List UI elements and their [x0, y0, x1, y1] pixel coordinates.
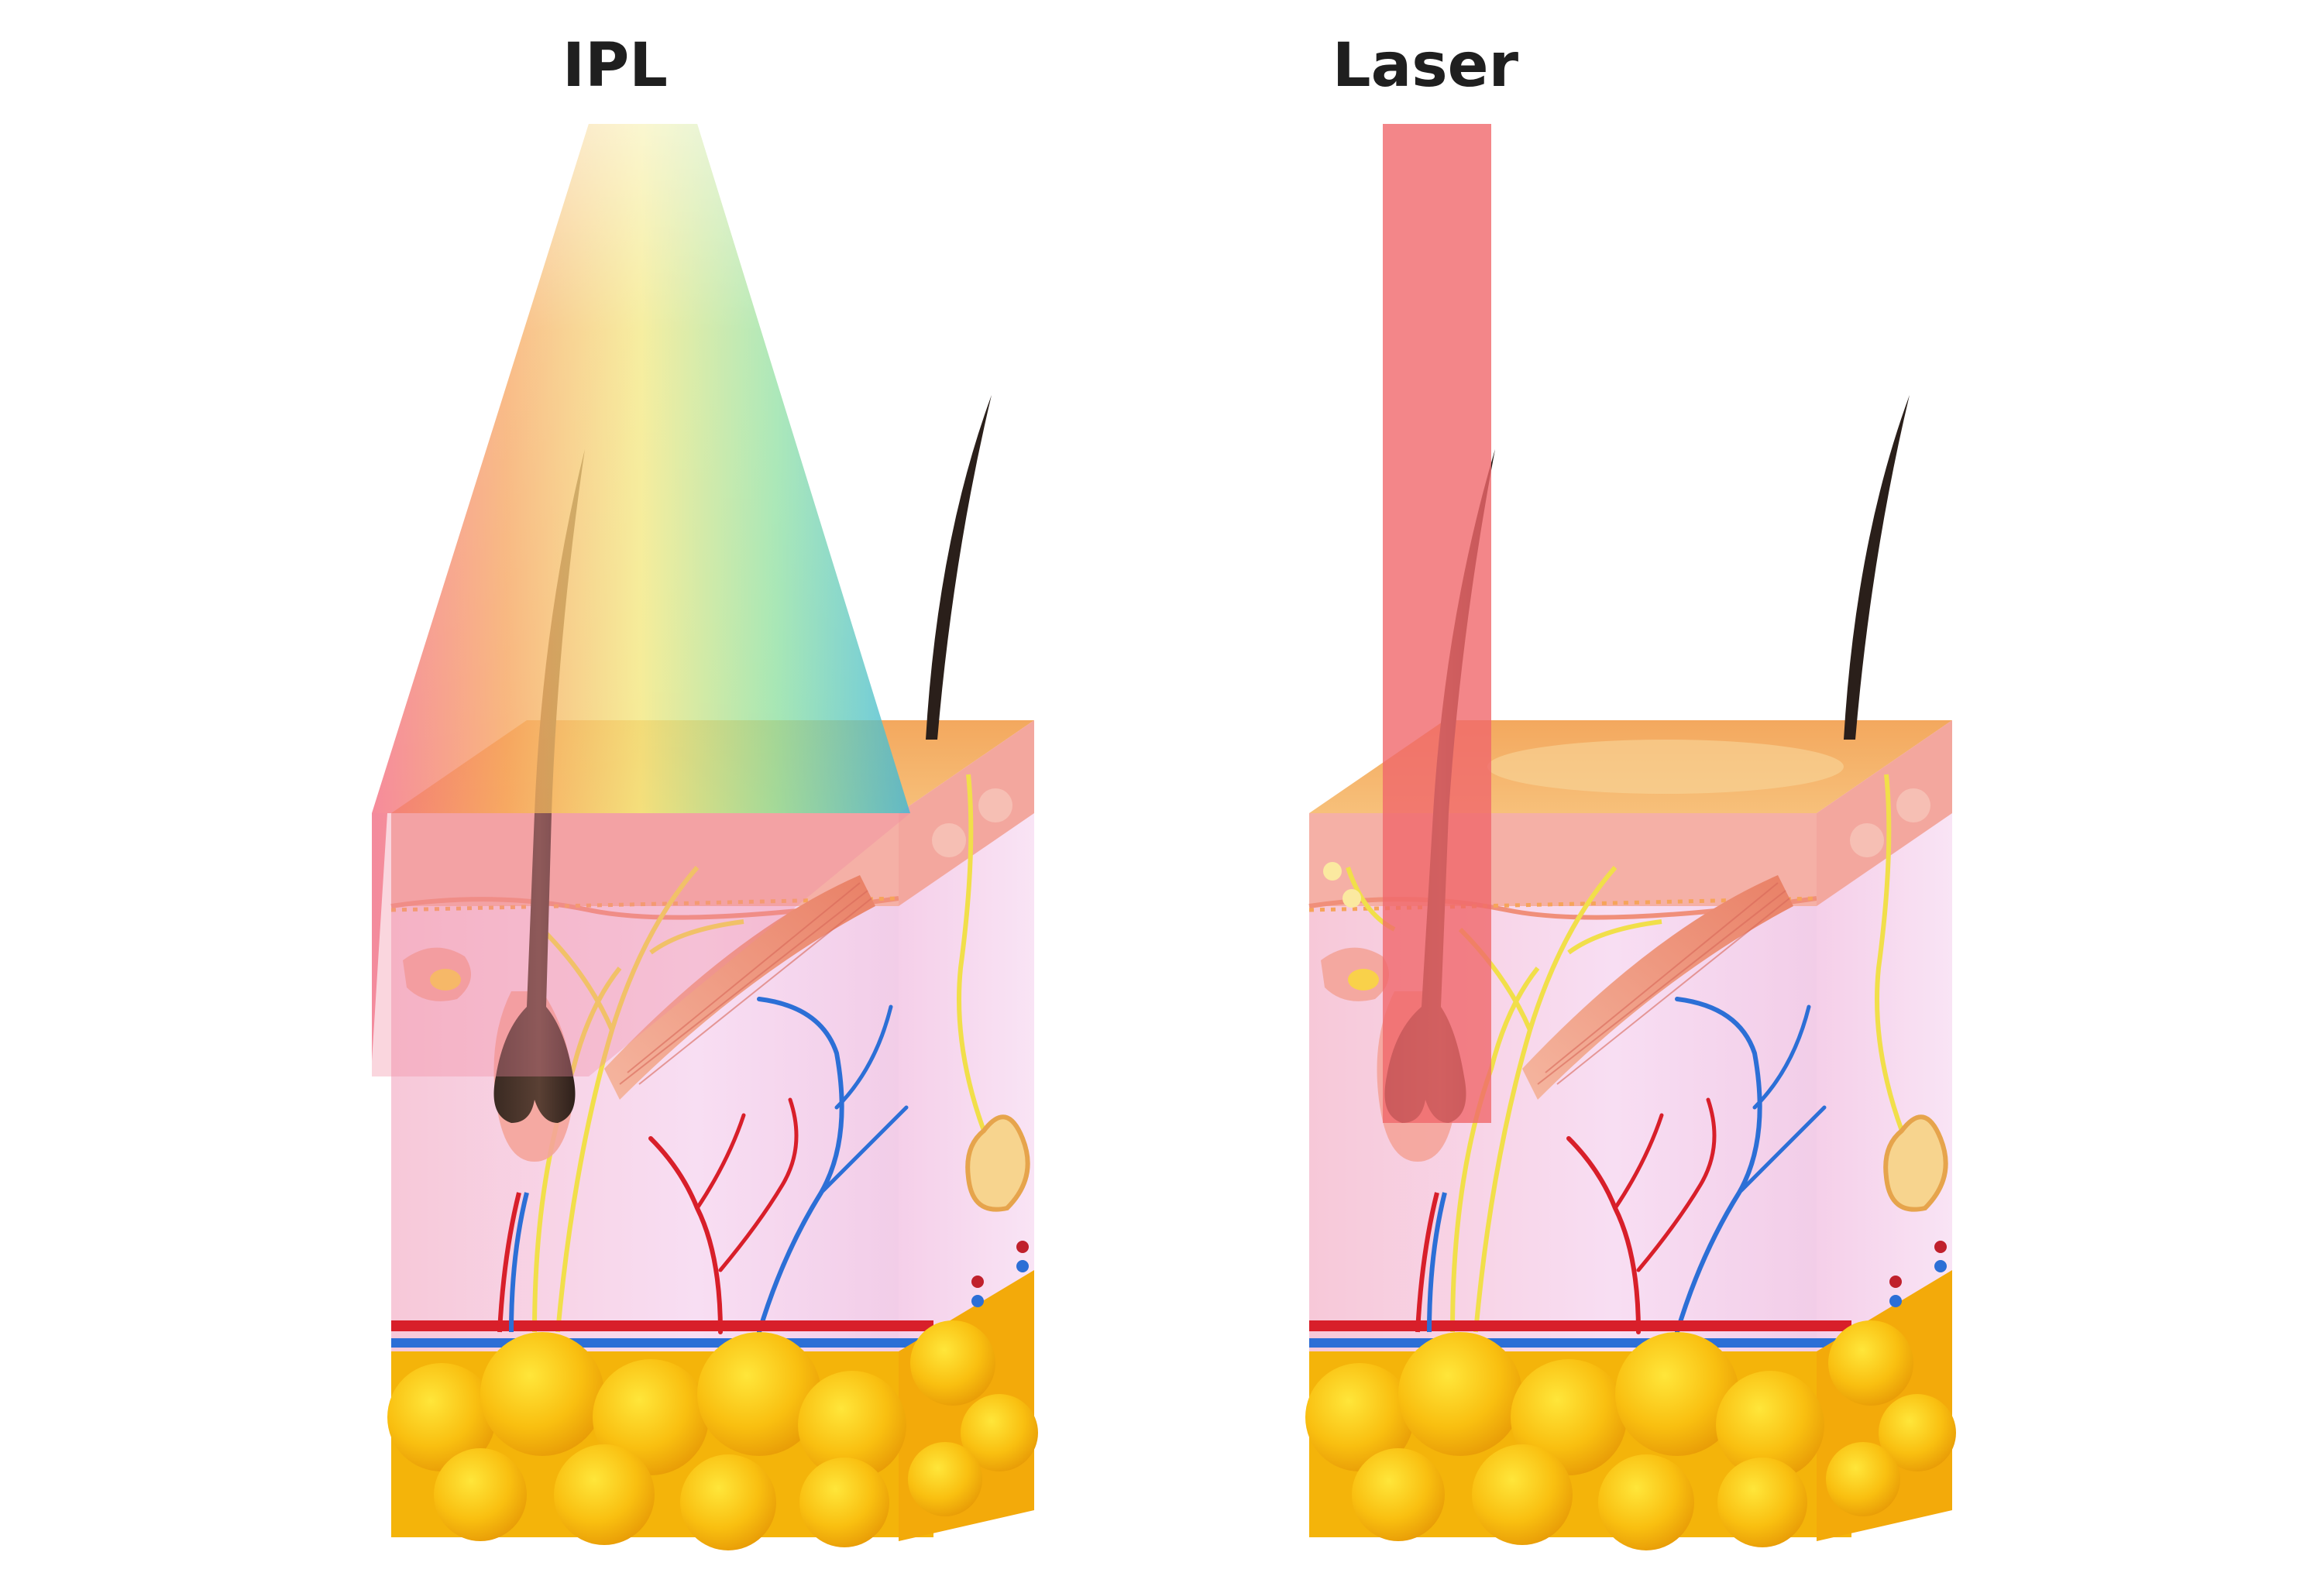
vein: [1309, 1338, 1851, 1348]
laser-skin-block: [1305, 124, 1956, 1550]
blood-cell-dot: [971, 1295, 984, 1307]
blood-cell-dot: [1016, 1260, 1029, 1272]
vein: [391, 1338, 933, 1348]
blood-cell-dot: [1934, 1241, 1947, 1253]
nerve-ending: [1342, 889, 1361, 908]
blood-cell-dot: [1889, 1295, 1902, 1307]
blood-cell-dot: [1016, 1241, 1029, 1253]
artery: [1309, 1320, 1851, 1331]
cell-bubble: [1850, 823, 1884, 857]
cell-bubble: [978, 788, 1012, 822]
second-hair-shaft: [926, 395, 992, 740]
blood-cell-dot: [1889, 1276, 1902, 1288]
surface-highlight: [1487, 740, 1844, 794]
laser-beam: [1383, 124, 1491, 1123]
blood-cell-dot: [1934, 1260, 1947, 1272]
cell-bubble: [1896, 788, 1930, 822]
blood-cell-dot: [971, 1276, 984, 1288]
ipl-beam-highlight: [372, 124, 910, 813]
sebum-droplet: [1348, 969, 1379, 991]
cell-bubble: [932, 823, 966, 857]
artery: [391, 1320, 933, 1331]
ipl-skin-block: [372, 124, 1038, 1550]
nerve-ending: [1323, 862, 1342, 881]
second-hair-shaft: [1844, 395, 1910, 740]
